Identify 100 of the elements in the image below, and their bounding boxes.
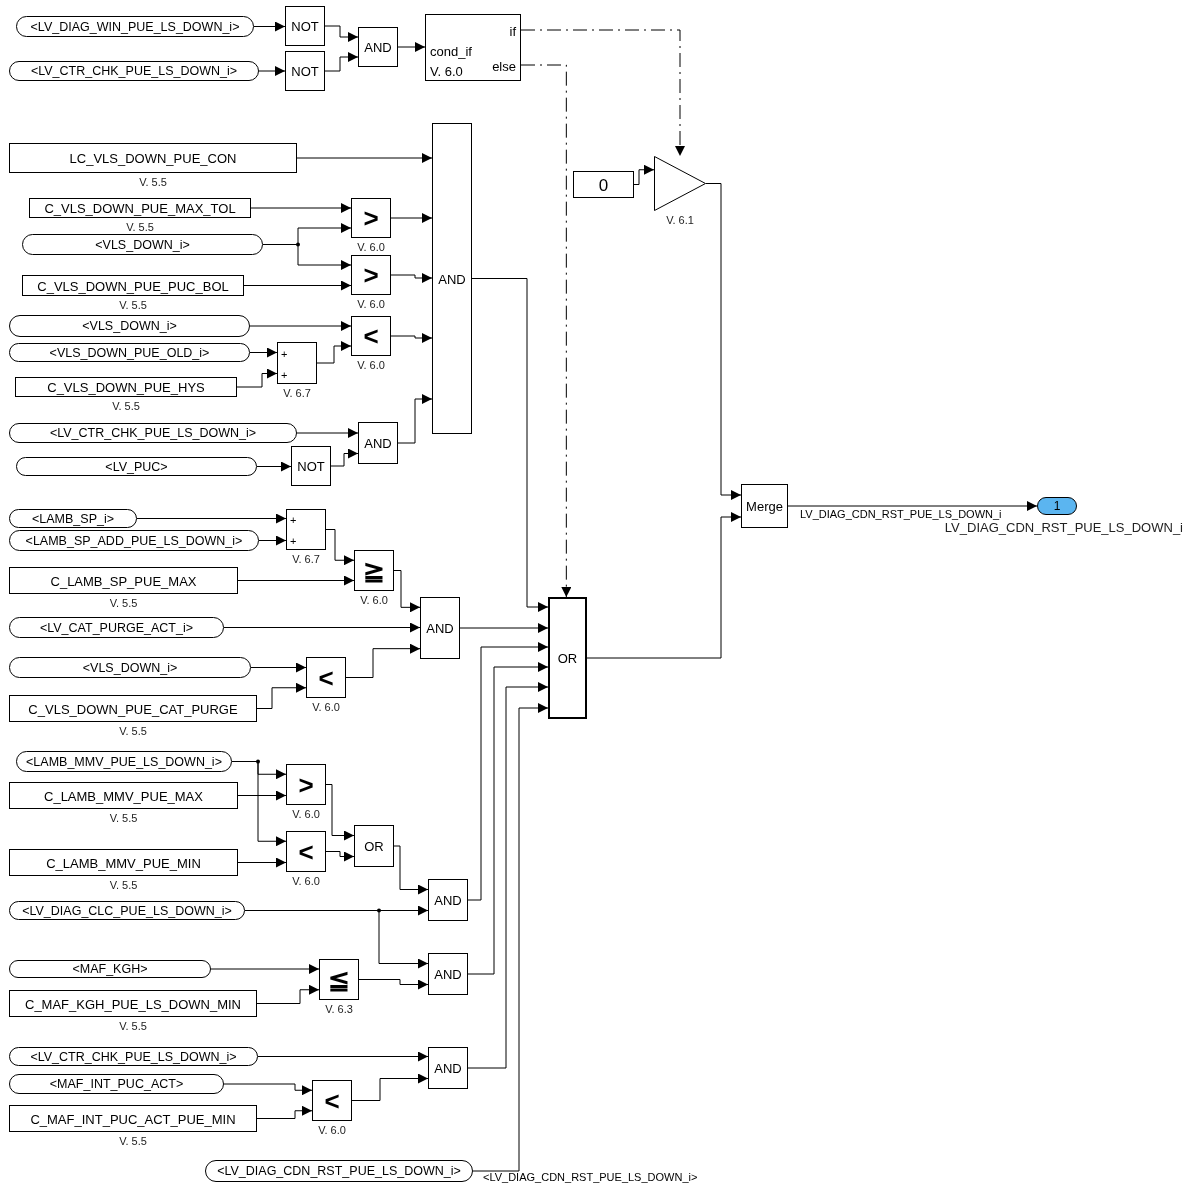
signal-inport — [9, 530, 259, 551]
block-label: C_LAMB_MMV_PUE_MIN — [46, 856, 201, 869]
signal-inport — [9, 1074, 224, 1094]
signal-arrow — [256, 1105, 313, 1119]
logic-block — [741, 484, 788, 528]
constant-block — [22, 275, 244, 296]
version-label: V. 6.0 — [292, 809, 320, 820]
version-label: LV_DIAG_CDN_RST_PUE_LS_DOWN_i — [944, 521, 1183, 534]
sum-block — [286, 509, 326, 550]
signal-inport — [9, 423, 297, 443]
signal-inport — [9, 901, 245, 920]
version-label: V. 5.5 — [109, 598, 138, 609]
block-label: <MAF_KGH> — [72, 962, 148, 976]
block-label: else — [492, 60, 516, 73]
block-label: < — [363, 323, 379, 349]
signal-arrow — [250, 662, 307, 673]
block-label: <LAMB_MMV_PUE_LS_DOWN_i> — [26, 755, 222, 768]
block-label: C_VLS_DOWN_PUE_CAT_PURGE — [28, 702, 238, 715]
block-label: AND — [426, 621, 454, 635]
block-label: C_LAMB_MMV_PUE_MAX — [44, 789, 203, 802]
version-label: V. 5.5 — [119, 1021, 147, 1032]
block-label: C_LAMB_SP_PUE_MAX — [50, 574, 197, 587]
if-block — [425, 14, 521, 81]
signal-arrow — [249, 347, 278, 358]
block-label: OR — [364, 839, 384, 853]
block-label: <LV_DIAG_WIN_PUE_LS_DOWN_i> — [30, 20, 240, 33]
signal-arrow — [330, 448, 359, 467]
signal-inport — [9, 315, 250, 337]
logic-block — [428, 953, 468, 995]
version-label: V. 6.3 — [325, 1004, 353, 1015]
logic-block — [291, 446, 331, 486]
block-label: > — [298, 771, 314, 798]
signal-arrow — [393, 845, 429, 895]
logic-block — [354, 825, 394, 867]
block-label: AND — [434, 893, 462, 907]
version-label: V. 5.5 — [139, 177, 167, 188]
signal-arrow — [393, 570, 421, 613]
block-label: V. 6.0 — [430, 65, 463, 78]
comparator-block — [286, 764, 326, 805]
triangle-shape — [654, 156, 706, 211]
signal-name-label: LV_DIAG_CDN_RST_PUE_LS_DOWN_i — [800, 509, 1002, 520]
signal-arrow — [459, 623, 549, 633]
constant-block — [9, 782, 238, 809]
signal-arrow — [243, 280, 352, 291]
version-label: V. 6.1 — [666, 215, 694, 226]
signal-arrow — [586, 512, 742, 659]
block-label: C_MAF_INT_PUC_ACT_PUE_MIN — [30, 1112, 236, 1125]
logic-block — [358, 422, 398, 464]
version-label: V. 6.0 — [360, 595, 388, 606]
signal-arrow — [467, 642, 549, 901]
block-label: 1 — [1053, 500, 1061, 512]
signal-inport — [9, 657, 251, 678]
block-label: + — [290, 535, 297, 547]
block-label: NOT — [291, 19, 319, 33]
block-label: <LAMB_SP_ADD_PUE_LS_DOWN_i> — [25, 534, 243, 547]
signal-inport — [9, 617, 224, 638]
signal-inport — [16, 457, 257, 476]
signal-arrow — [325, 529, 355, 566]
signal-arrow — [257, 1051, 429, 1062]
block-label: cond_if — [430, 45, 472, 58]
signal-arrow — [258, 535, 287, 546]
outport — [1037, 497, 1077, 515]
signal-arrow — [296, 428, 359, 438]
signal-arrow — [249, 321, 352, 331]
version-label: V. 6.0 — [312, 702, 340, 713]
comparator-block — [306, 657, 346, 698]
constant-block — [9, 695, 257, 722]
signal-arrow — [316, 341, 352, 364]
block-label: ≧ — [363, 557, 385, 584]
constant-block — [9, 567, 238, 594]
signal-arrow — [250, 203, 352, 213]
version-label: V. 6.7 — [283, 388, 311, 399]
version-label: V. 5.5 — [112, 401, 140, 412]
signal-arrow — [296, 153, 433, 163]
signal-arrow — [471, 278, 549, 612]
block-label: if — [509, 25, 516, 38]
signal-arrow — [397, 42, 426, 52]
comparator-block — [319, 959, 359, 1000]
constant-block — [573, 171, 634, 198]
signal-arrow — [136, 513, 287, 524]
block-label: > — [363, 262, 379, 288]
constant-block — [9, 849, 238, 876]
block-label: AND — [364, 40, 392, 54]
signal-arrow — [258, 66, 286, 76]
control-arrow — [520, 29, 685, 157]
block-label: <MAF_INT_PUC_ACT> — [49, 1077, 184, 1091]
signal-arrow — [325, 851, 355, 862]
logic-block — [285, 6, 325, 46]
block-label: < — [318, 664, 334, 691]
signal-inport — [9, 343, 250, 362]
block-label: NOT — [297, 459, 325, 473]
version-label: V. 6.0 — [357, 242, 385, 253]
block-label: C_VLS_DOWN_PUE_HYS — [47, 380, 205, 394]
signal-arrow — [787, 501, 1038, 511]
block-label: AND — [364, 436, 392, 450]
signal-arrow — [244, 910, 429, 969]
signal-arrow — [237, 790, 287, 801]
signal-inport — [9, 1047, 258, 1066]
constant-block — [15, 377, 237, 397]
logic-block — [428, 1047, 468, 1089]
